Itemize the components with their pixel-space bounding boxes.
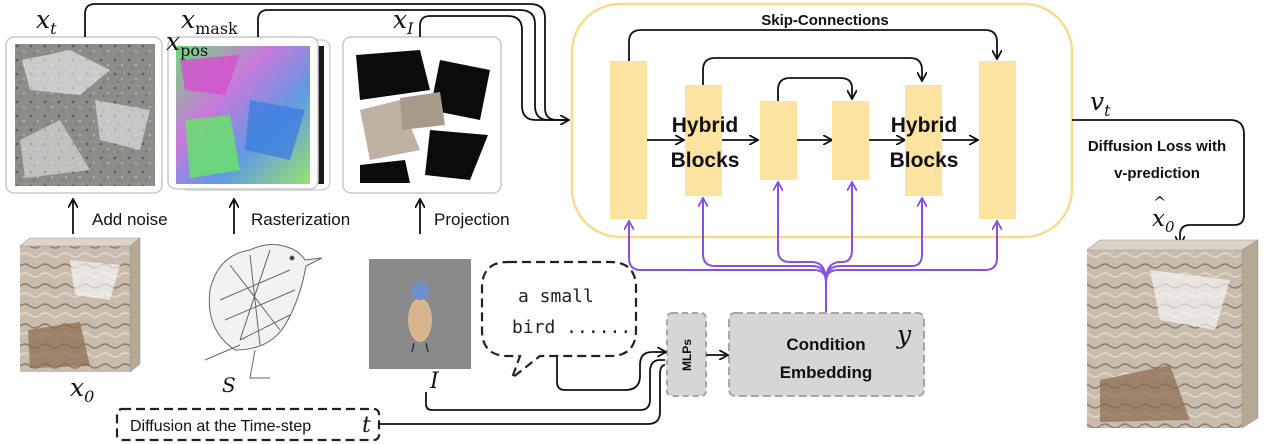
label-I: I [429,369,440,394]
loss-to-x0hat-arrow [1072,119,1245,244]
x0-texture-cube [19,237,141,373]
unet-block-2 [685,85,722,196]
x0hat-hat: ^ [1153,193,1166,212]
hybrid-blocks-label-1b: Blocks [671,149,740,172]
label-vt: vt [1090,87,1111,120]
mlps-input-lines [379,352,665,425]
xI-projected-texture [342,36,502,194]
label-xt: xt [36,5,57,38]
xt-noisy-texture [5,36,163,194]
hybrid-blocks-label-2: Hybrid [891,114,958,137]
hybrid-blocks-label-2b: Blocks [890,149,959,172]
unet-block-4 [832,101,869,180]
projection-label: Projection [434,210,510,229]
labels: xt xmask xpos xI Add noise Rasterization… [36,5,1226,438]
skip-connections-label: Skip-Connections [761,12,889,29]
x0hat-texture-cube [1086,239,1260,429]
unet-block-3 [760,101,797,180]
label-xpos: xpos [166,27,208,60]
label-t: t [362,413,371,438]
input-connectors [84,3,568,120]
condition-label-1: Condition [786,335,865,354]
condition-arrows [629,183,997,312]
unet-block-1 [610,61,647,219]
label-x0: x0 [70,373,94,406]
rendered-image [369,259,471,369]
prompt-line-1: a small [518,286,594,307]
unet-blocks [610,61,1016,219]
hybrid-blocks-label-1: Hybrid [672,114,739,137]
xpos-position-map [167,36,319,190]
bird-mesh [204,244,323,379]
loss-label-1: Diffusion Loss with [1088,138,1226,155]
skip-connection-arrows [628,29,997,101]
condition-embedding-box [728,312,925,397]
add-noise-label: Add noise [92,210,168,229]
label-y: y [896,320,912,349]
mlps-label: MLPs [680,339,694,371]
unet-block-6 [979,61,1016,219]
unet-block-5 [905,85,942,196]
condition-label-2: Embedding [780,363,873,382]
text-prompt-bubble [480,260,638,382]
prompt-line-2: bird ...... [512,317,631,338]
label-xmask: xmask [181,5,238,38]
loss-label-2: v-prediction [1114,165,1200,182]
rasterization-label: Rasterization [251,210,350,229]
label-S: S [222,373,236,397]
timestep-label: Diffusion at the Time-step [130,418,311,435]
